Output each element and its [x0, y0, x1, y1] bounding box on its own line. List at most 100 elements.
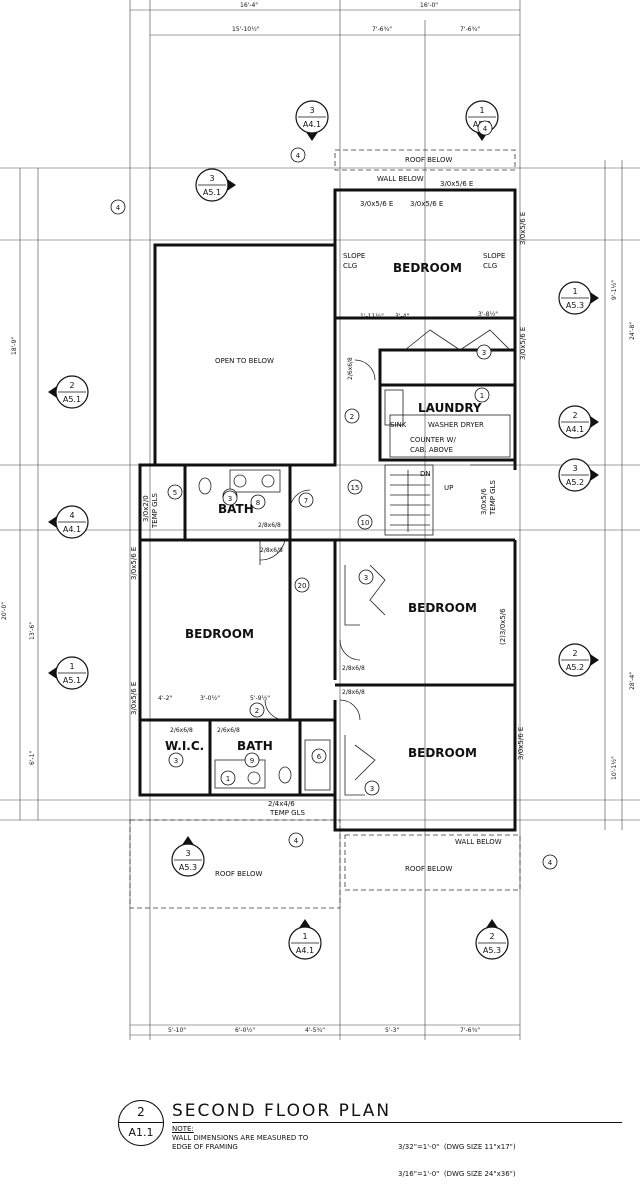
room-bedroom-e1: BEDROOM — [408, 601, 477, 615]
callout-tag: 4 — [542, 854, 558, 870]
callout-tag: 10 — [357, 514, 373, 530]
dim-right-d: 10'-1½" — [611, 756, 618, 780]
section-marker-number: 3 — [572, 464, 577, 473]
callout-tag: 8 — [250, 494, 266, 510]
section-marker-number: 2 — [572, 649, 577, 658]
stairs-up-label: UP — [444, 484, 453, 492]
room-bath-upper: BATH — [218, 502, 254, 516]
window-w7: 3/0x5/6 E — [130, 682, 138, 715]
callout-tag: 3 — [476, 344, 492, 360]
section-marker-number: 3 — [309, 106, 314, 115]
callout-tag-number: 10 — [361, 519, 370, 527]
door-d3: 2/8x6/8 — [342, 665, 365, 672]
dim-left-d: 6'-1" — [29, 751, 36, 765]
slope-right-clg: CLG — [483, 262, 497, 270]
section-marker-sheet: A4.1 — [566, 425, 584, 434]
section-marker-sheet: A5.1 — [203, 188, 221, 197]
temp-gls-a: TEMP GLS — [269, 809, 306, 817]
window-w5: 3/0x5/6 E — [519, 327, 527, 360]
dim-int-c: 5'-9½" — [250, 695, 270, 702]
dim-int-d: 3'-4" — [395, 313, 409, 320]
dim-int-e: 3'-8½" — [478, 311, 498, 318]
callout-tag-number: 4 — [548, 859, 553, 867]
room-bath-lower: BATH — [237, 739, 273, 753]
slope-left-clg: CLG — [343, 262, 357, 270]
dim-int-b: 3'-0½" — [200, 695, 220, 702]
callout-tag-number: 7 — [304, 497, 308, 505]
interior-dimensions: 4'-2" 3'-0½" 5'-9½" 3'-4" 3'-8½" 1'-11½" — [158, 311, 498, 702]
callout-tag-number: 20 — [298, 582, 307, 590]
section-marker-sheet: A5.2 — [566, 478, 584, 487]
temp-gls-b: TEMP GLS — [151, 492, 159, 529]
note-line-1: WALL DIMENSIONS ARE MEASURED TO — [172, 1134, 309, 1142]
section-marker-sheet: A5.3 — [483, 946, 501, 955]
dim-top-e: 7'-6¾" — [460, 26, 480, 33]
room-bedroom-ne: BEDROOM — [393, 261, 462, 275]
sheet-number: A1.1 — [128, 1126, 154, 1139]
dim-top-b: 16'-0" — [420, 2, 438, 9]
callout-tag: 3 — [358, 569, 374, 585]
dim-int-f: 1'-11½" — [360, 313, 384, 320]
section-marker-number: 3 — [209, 174, 214, 183]
dim-bot-e: 7'-6¾" — [460, 1027, 480, 1034]
dim-bot-c: 4'-5¾" — [305, 1027, 325, 1034]
title-block: 2 A1.1 SECOND FLOOR PLAN NOTE: WALL DIME… — [110, 1095, 630, 1178]
door-d6: 2/8x6/8 — [342, 689, 365, 696]
floor-plan-drawing: 16'-4" 16'-0" 15'-10½" 7'-6¾" 7'-6¾" 5'-… — [0, 0, 640, 1040]
section-marker: 1A5.1 — [48, 656, 89, 690]
callout-tag-number: 4 — [296, 152, 301, 160]
section-marker-number: 3 — [185, 849, 190, 858]
window-w11: 3/0x5/6 E — [517, 727, 525, 760]
section-marker: 2A5.2 — [558, 643, 599, 677]
callout-tag-number: 9 — [250, 757, 254, 765]
callout-tag: 20 — [294, 577, 310, 593]
callout-tag: 7 — [298, 492, 314, 508]
door-d4: 2/6x6/8 — [217, 727, 240, 734]
room-wic: W.I.C. — [165, 739, 204, 753]
callout-tag-number: 1 — [226, 775, 230, 783]
callout-tag: 5 — [167, 484, 183, 500]
section-marker-sheet: A5.3 — [566, 301, 584, 310]
note-label: NOTE: — [172, 1125, 194, 1133]
section-marker-sheet: A4.1 — [63, 525, 81, 534]
callout-tag-number: 5 — [173, 489, 177, 497]
drawing-title: SECOND FLOOR PLAN — [172, 1101, 392, 1121]
dim-top-d: 7'-6¾" — [372, 26, 392, 33]
window-labels: 3/0x5/6 E 3/0x5/6 E 3/0x5/6 E 3/0x5/6 E … — [130, 180, 527, 808]
window-w8: 3/0x2/0 — [142, 495, 150, 522]
callout-tag: 2 — [344, 408, 360, 424]
callout-tag-number: 3 — [482, 349, 486, 357]
callout-tag: 2 — [249, 702, 265, 718]
section-marker-sheet: A5.1 — [63, 676, 81, 685]
window-w9: 3/0x5/6 — [480, 488, 488, 515]
section-marker-sheet: A5.1 — [63, 395, 81, 404]
window-w4: 3/0x5/6 E — [519, 212, 527, 245]
section-marker-sheet: A5.2 — [566, 663, 584, 672]
door-d1: 2/8x6/8 — [260, 547, 283, 554]
door-d2: 2/8x6/8 — [258, 522, 281, 529]
door-labels: 2/8x6/8 2/8x6/8 2/8x6/8 2/6x6/8 2/6x6/8 … — [170, 357, 365, 734]
section-marker: 2A4.1 — [558, 405, 599, 439]
callout-tag: 1 — [474, 387, 490, 403]
scale-line-2: 3/16"=1'-0" (DWG SIZE 24"x36") — [398, 1170, 516, 1178]
grid-lines — [0, 0, 640, 1040]
dim-right-b: 24'-8" — [629, 322, 636, 340]
section-marker-number: 2 — [489, 932, 494, 941]
callout-tag-number: 15 — [351, 484, 360, 492]
stairs-dn-label: DN — [420, 470, 431, 478]
window-w12: 2/4x4/6 — [268, 800, 295, 808]
window-w2: 3/0x5/6 E — [360, 200, 393, 208]
top-dimensions: 16'-4" 16'-0" 15'-10½" 7'-6¾" 7'-6¾" — [232, 2, 480, 33]
section-marker: 3A5.2 — [558, 458, 599, 492]
dim-bot-b: 6'-0½" — [235, 1027, 255, 1034]
callout-tag: 4 — [290, 147, 306, 163]
callout-tag-number: 3 — [364, 574, 368, 582]
callout-tag-number: 3 — [174, 757, 178, 765]
callout-tag-number: 3 — [228, 495, 232, 503]
section-marker-number: 1 — [479, 106, 484, 115]
callout-tag-number: 1 — [480, 392, 484, 400]
dim-left-c: 13'-6" — [29, 622, 36, 640]
dim-top-c: 15'-10½" — [232, 26, 260, 33]
window-w1: 3/0x5/6 E — [440, 180, 473, 188]
roof-below-br: ROOF BELOW — [405, 865, 453, 873]
